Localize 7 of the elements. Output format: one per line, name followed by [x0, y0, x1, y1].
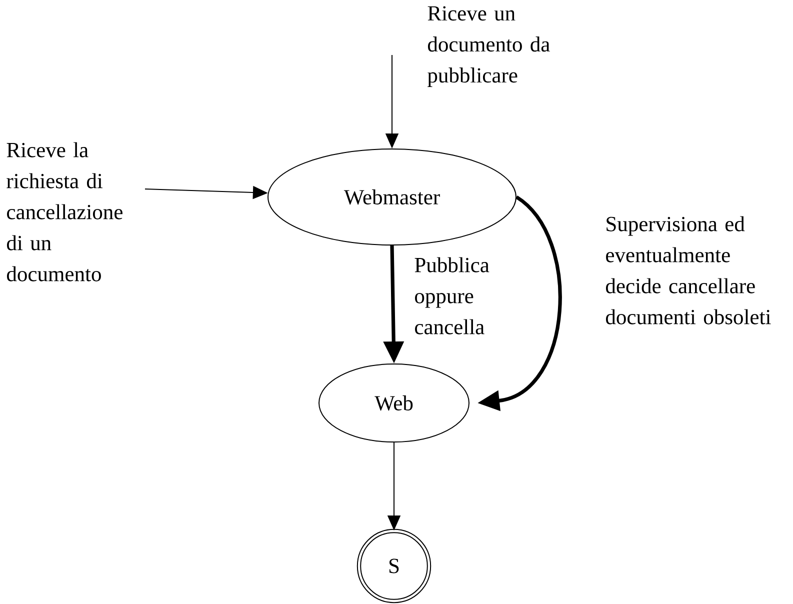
ellipse-node: Web — [318, 364, 470, 442]
edge-label: Pubblica oppure cancella — [414, 257, 490, 334]
edge-label: Riceve un documento da pubblicare — [428, 6, 550, 87]
double-circle-node: S — [356, 528, 432, 604]
edge-label: Riceve la richiesta di cancellazione di un documento — [6, 142, 122, 282]
edge-label: Supervisiona ed eventualmente decide cancellare documenti obsoleti — [606, 216, 771, 324]
ellipse-node: Webmaster — [268, 148, 516, 246]
